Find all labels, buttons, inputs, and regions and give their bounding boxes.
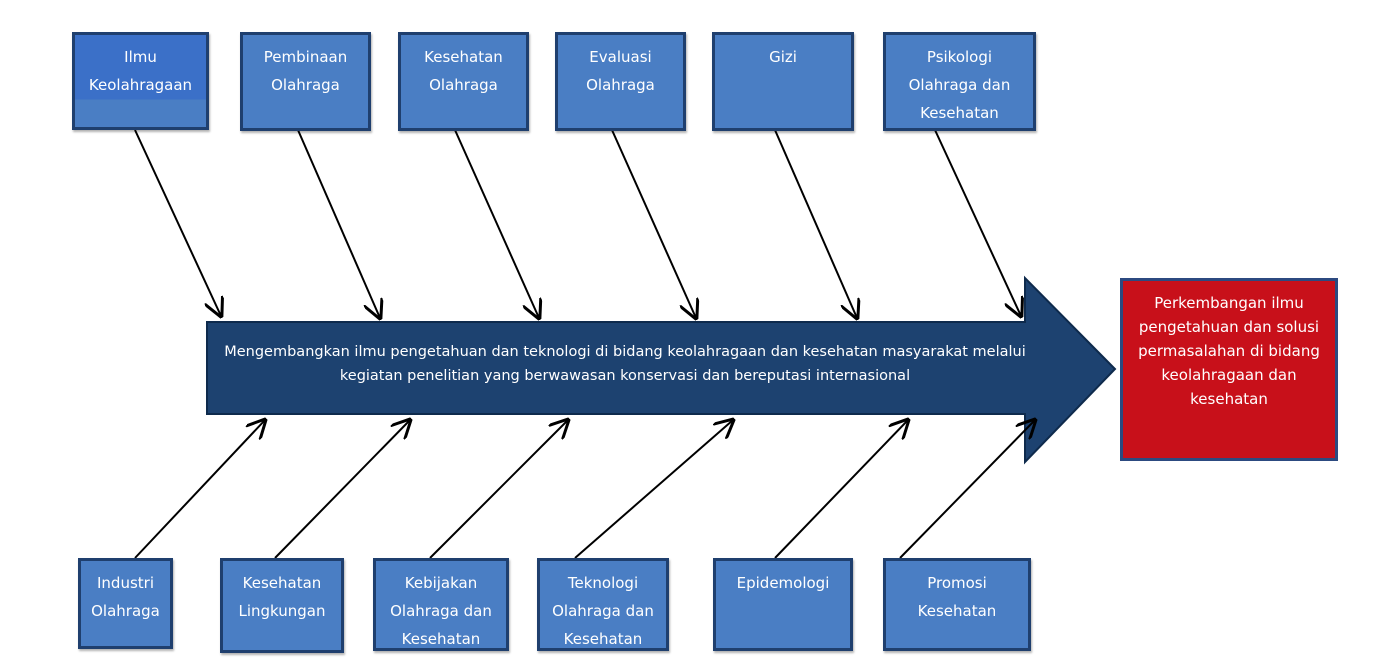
spine-text: Mengembangkan ilmu pengetahuan dan tekno… <box>224 344 1026 384</box>
arrow-bottom-6 <box>899 420 1035 559</box>
cause-box-top-6: Psikologi Olahraga dan Kesehatan <box>883 32 1036 131</box>
arrow-top-5 <box>774 129 857 318</box>
cause-box-bottom-2: Kesehatan Lingkungan <box>220 558 344 653</box>
arrow-top-6 <box>934 129 1021 316</box>
outcome-box: Perkembangan ilmu pengetahuan dan solusi… <box>1120 278 1338 461</box>
arrow-bottom-4 <box>574 420 733 559</box>
cause-box-bottom-5: Epidemologi <box>713 558 853 651</box>
arrow-top-3 <box>454 129 539 318</box>
cause-box-bottom-6: Promosi Kesehatan <box>883 558 1031 651</box>
cause-box-top-3: Kesehatan Olahraga <box>398 32 529 131</box>
cause-box-top-2: Pembinaan Olahraga <box>240 32 371 131</box>
arrow-top-4 <box>611 129 696 318</box>
cause-box-bottom-1: Industri Olahraga <box>78 558 173 649</box>
cause-box-top-5: Gizi <box>712 32 854 131</box>
arrow-top-1 <box>134 129 221 316</box>
arrow-bottom-3 <box>429 420 568 559</box>
cause-box-bottom-3: Kebijakan Olahraga dan Kesehatan <box>373 558 509 651</box>
arrow-bottom-2 <box>274 420 410 559</box>
arrow-bottom-1 <box>134 420 265 559</box>
arrow-bottom-5 <box>774 420 908 559</box>
cause-box-bottom-4: Teknologi Olahraga dan Kesehatan <box>537 558 669 651</box>
cause-box-top-1: Ilmu Keolahragaan <box>72 32 209 130</box>
cause-box-top-4: Evaluasi Olahraga <box>555 32 686 131</box>
arrow-top-2 <box>297 129 380 318</box>
spine-arrow <box>206 275 1117 465</box>
